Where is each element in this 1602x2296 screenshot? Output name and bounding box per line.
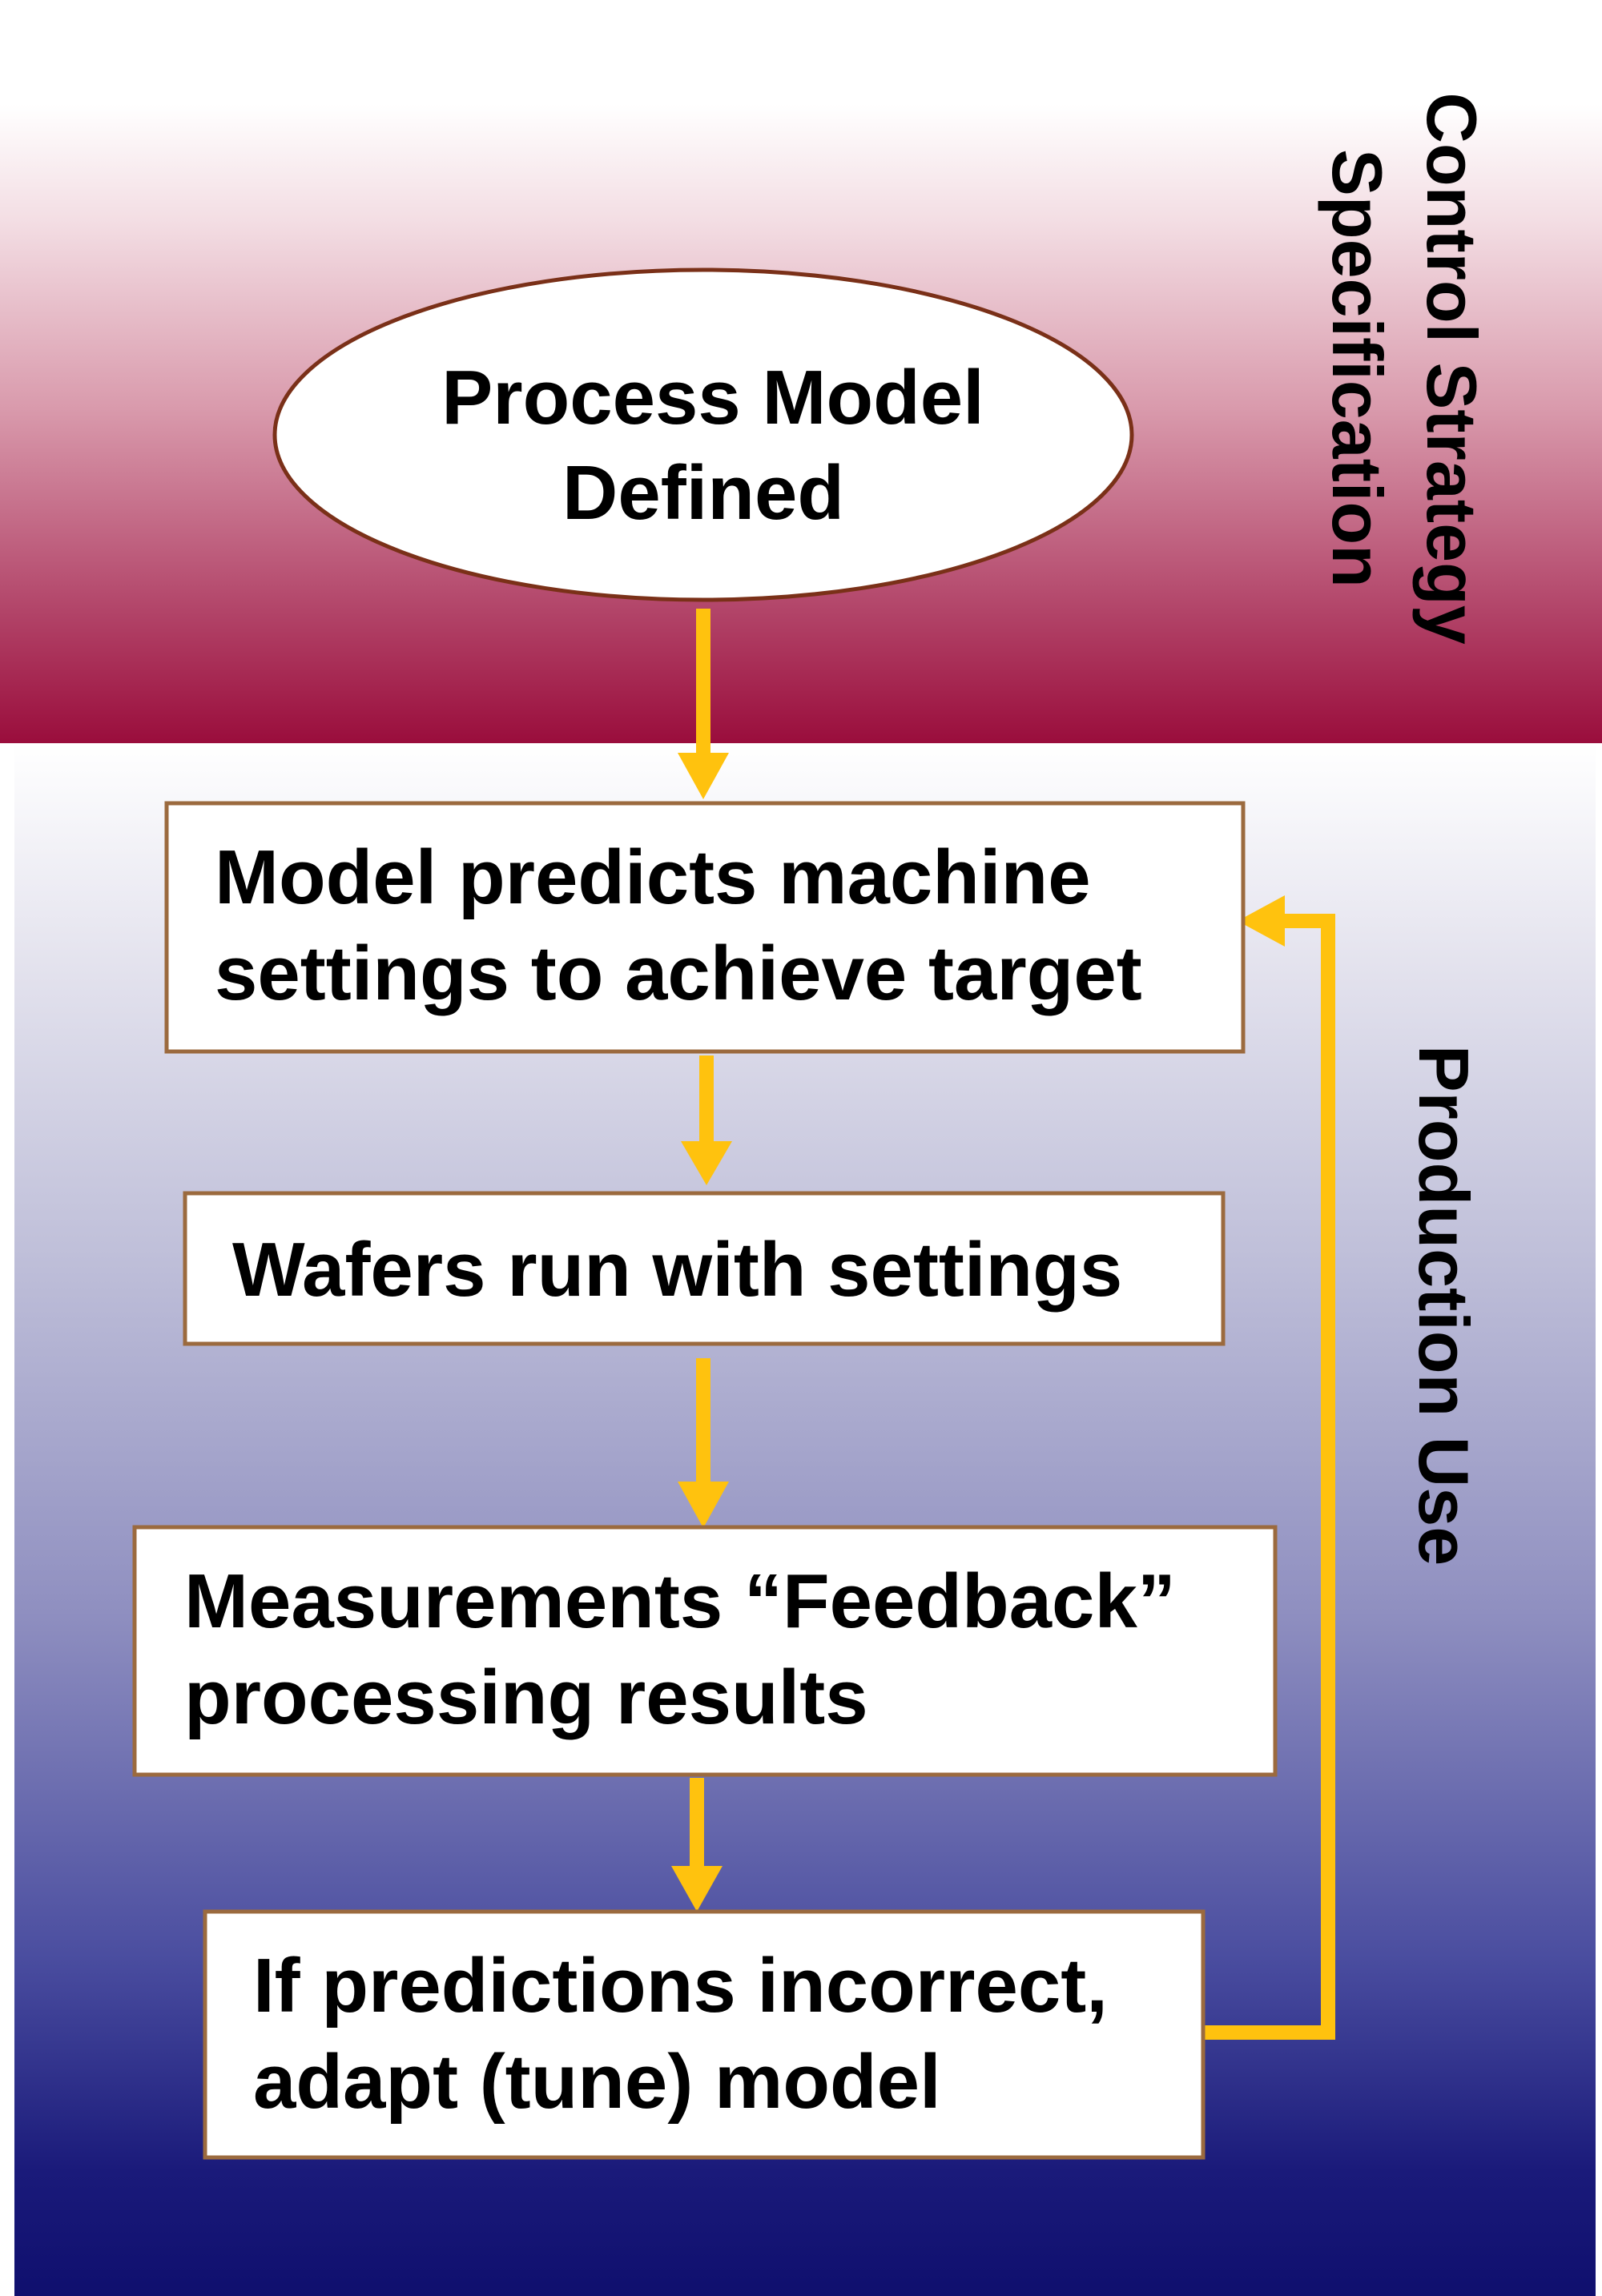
process-model-line-1: Process Model	[441, 355, 984, 440]
arrow-measurements-to-adapt	[671, 1778, 723, 1912]
node-measurements: Measurements “Feedback” processing resul…	[132, 1525, 1278, 1777]
control-strategy-label: Control Strategy Specification	[1318, 92, 1491, 644]
node-model-predicts: Model predicts machine settings to achie…	[164, 801, 1246, 1054]
node-adapt-model: If predictions incorrect, adapt (tune) m…	[203, 1909, 1206, 2160]
arrow-model-to-predicts	[678, 609, 729, 799]
node-process-model: Process Model Defined	[272, 267, 1134, 602]
control-strategy-line-2: Specification	[1318, 149, 1397, 588]
process-model-line-2: Defined	[562, 450, 844, 536]
arrow-wafers-to-measurements	[678, 1358, 729, 1528]
model-predicts-line-2: settings to achieve target	[215, 931, 1142, 1016]
node-wafers-run: Wafers run with settings	[183, 1191, 1226, 1346]
measurements-line-2: processing results	[184, 1655, 868, 1740]
arrow-predicts-to-wafers	[681, 1056, 732, 1185]
adapt-model-line-2: adapt (tune) model	[253, 2039, 941, 2125]
model-predicts-line-1: Model predicts machine	[215, 834, 1091, 920]
control-strategy-line-1: Control Strategy	[1412, 92, 1491, 644]
production-use-label: Production Use	[1404, 1045, 1483, 1566]
adapt-model-line-1: If predictions incorrect,	[253, 1943, 1108, 2029]
measurements-line-1: Measurements “Feedback”	[184, 1558, 1176, 1644]
wafers-run-label: Wafers run with settings	[232, 1227, 1122, 1313]
feedback-loop-arrow	[1203, 895, 1335, 2040]
